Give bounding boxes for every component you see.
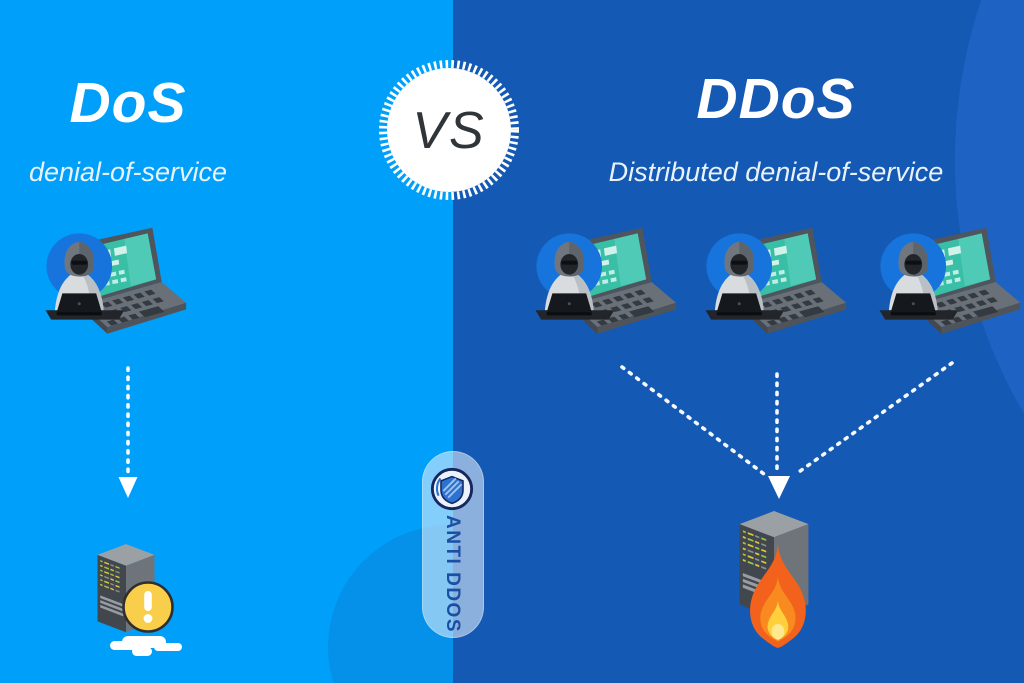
anti-ddos-shield-icon bbox=[429, 466, 475, 512]
ddos-title: DDoS bbox=[696, 67, 856, 131]
ddos-arrowhead bbox=[768, 476, 790, 499]
dos-title: DoS bbox=[69, 71, 187, 135]
fire-icon bbox=[736, 544, 818, 650]
crash-splat-icon bbox=[110, 636, 182, 659]
warning-exclamation-icon bbox=[121, 580, 175, 634]
ddos-panel-background bbox=[453, 0, 1024, 683]
vs-badge: VS bbox=[379, 60, 519, 200]
ddos-attack-arrow-line bbox=[794, 361, 954, 476]
ddos-subtitle: Distributed denial-of-service bbox=[608, 157, 944, 187]
vs-label: VS bbox=[412, 102, 485, 160]
watermark-label: ANTI DDOS bbox=[442, 515, 463, 633]
dos-subtitle: denial-of-service bbox=[28, 157, 228, 187]
dos-arrowhead bbox=[118, 477, 138, 498]
ddos-attack-arrow-line bbox=[620, 365, 766, 476]
